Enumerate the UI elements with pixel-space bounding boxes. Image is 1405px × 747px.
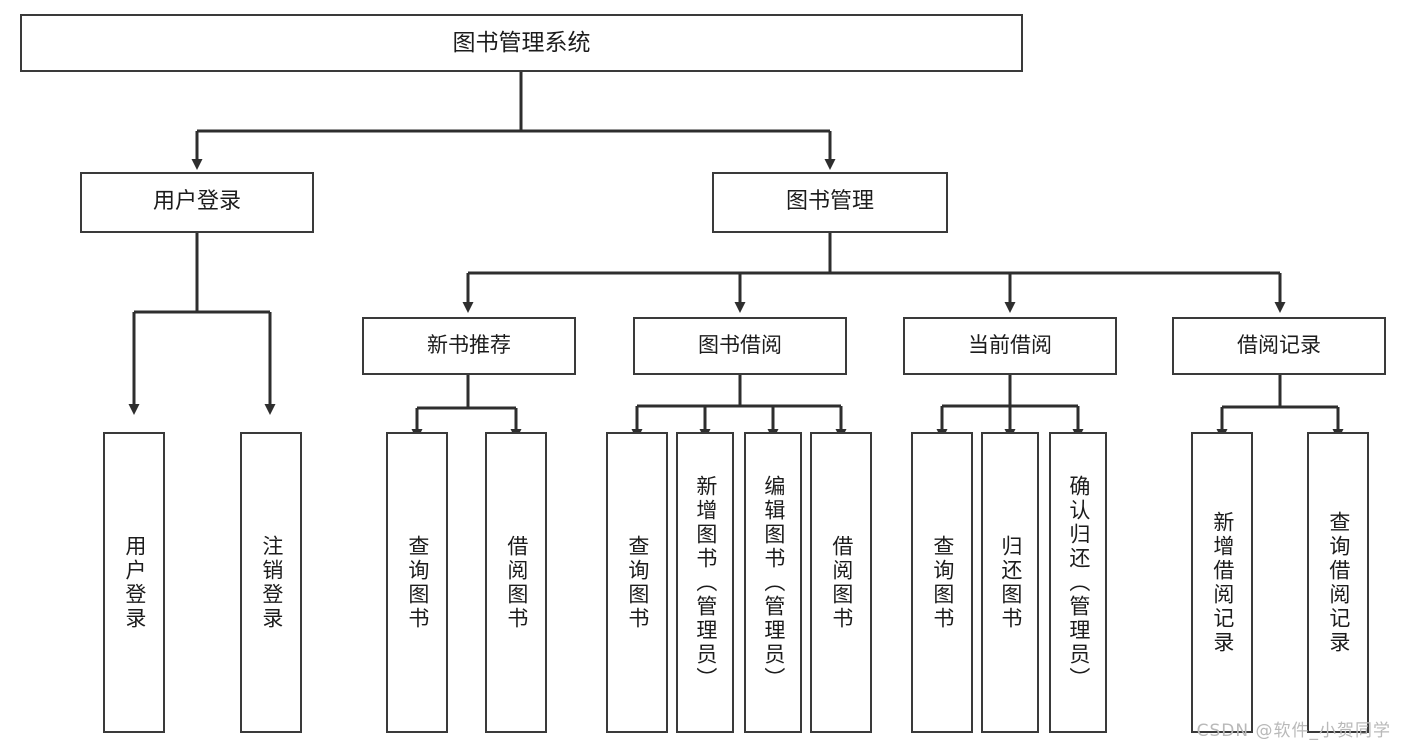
leaf-return-book[interactable]: 归还图书 (981, 432, 1039, 733)
node-label: 用户登录 (152, 189, 241, 215)
node-root-book-management-system[interactable]: 图书管理系统 (20, 14, 1023, 72)
node-new-book-recommend[interactable]: 新书推荐 (362, 317, 576, 375)
node-label: 确认归还（管理员） (1066, 474, 1091, 691)
node-label: 当前借阅 (968, 333, 1052, 358)
leaf-query-book-recommend[interactable]: 查询图书 (386, 432, 448, 733)
node-label: 借阅图书 (829, 534, 854, 631)
node-label: 查询图书 (625, 534, 650, 631)
node-label: 查询图书 (405, 534, 430, 631)
leaf-logout-login[interactable]: 注销登录 (240, 432, 302, 733)
leaf-borrow-book-recommend[interactable]: 借阅图书 (485, 432, 547, 733)
node-book-borrow[interactable]: 图书借阅 (633, 317, 847, 375)
leaf-query-book-borrow[interactable]: 查询图书 (606, 432, 668, 733)
node-label: 查询借阅记录 (1326, 510, 1351, 655)
node-current-borrow[interactable]: 当前借阅 (903, 317, 1117, 375)
node-label: 注销登录 (259, 534, 284, 631)
node-label: 新书推荐 (427, 333, 511, 358)
leaf-borrow-book-borrow[interactable]: 借阅图书 (810, 432, 872, 733)
leaf-confirm-return-admin[interactable]: 确认归还（管理员） (1049, 432, 1107, 733)
leaf-add-book-admin[interactable]: 新增图书（管理员） (676, 432, 734, 733)
node-label: 归还图书 (998, 534, 1023, 631)
node-label: 借阅记录 (1237, 333, 1321, 358)
node-label: 查询图书 (930, 534, 955, 631)
node-borrow-record[interactable]: 借阅记录 (1172, 317, 1386, 375)
node-label: 借阅图书 (504, 534, 529, 631)
leaf-query-borrow-record[interactable]: 查询借阅记录 (1307, 432, 1369, 733)
node-label: 新增图书（管理员） (693, 474, 718, 691)
leaf-edit-book-admin[interactable]: 编辑图书（管理员） (744, 432, 802, 733)
node-label: 用户登录 (122, 534, 147, 631)
node-book-management[interactable]: 图书管理 (712, 172, 948, 233)
leaf-add-borrow-record[interactable]: 新增借阅记录 (1191, 432, 1253, 733)
node-user-login[interactable]: 用户登录 (80, 172, 314, 233)
leaf-query-book-current[interactable]: 查询图书 (911, 432, 973, 733)
leaf-user-login[interactable]: 用户登录 (103, 432, 165, 733)
node-label: 图书借阅 (698, 333, 782, 358)
csdn-watermark: CSDN @软件_小贺同学 (1196, 721, 1391, 741)
node-label: 编辑图书（管理员） (761, 474, 786, 691)
node-label: 图书管理 (785, 189, 874, 215)
node-label: 图书管理系统 (452, 29, 591, 56)
node-label: 新增借阅记录 (1210, 510, 1235, 655)
